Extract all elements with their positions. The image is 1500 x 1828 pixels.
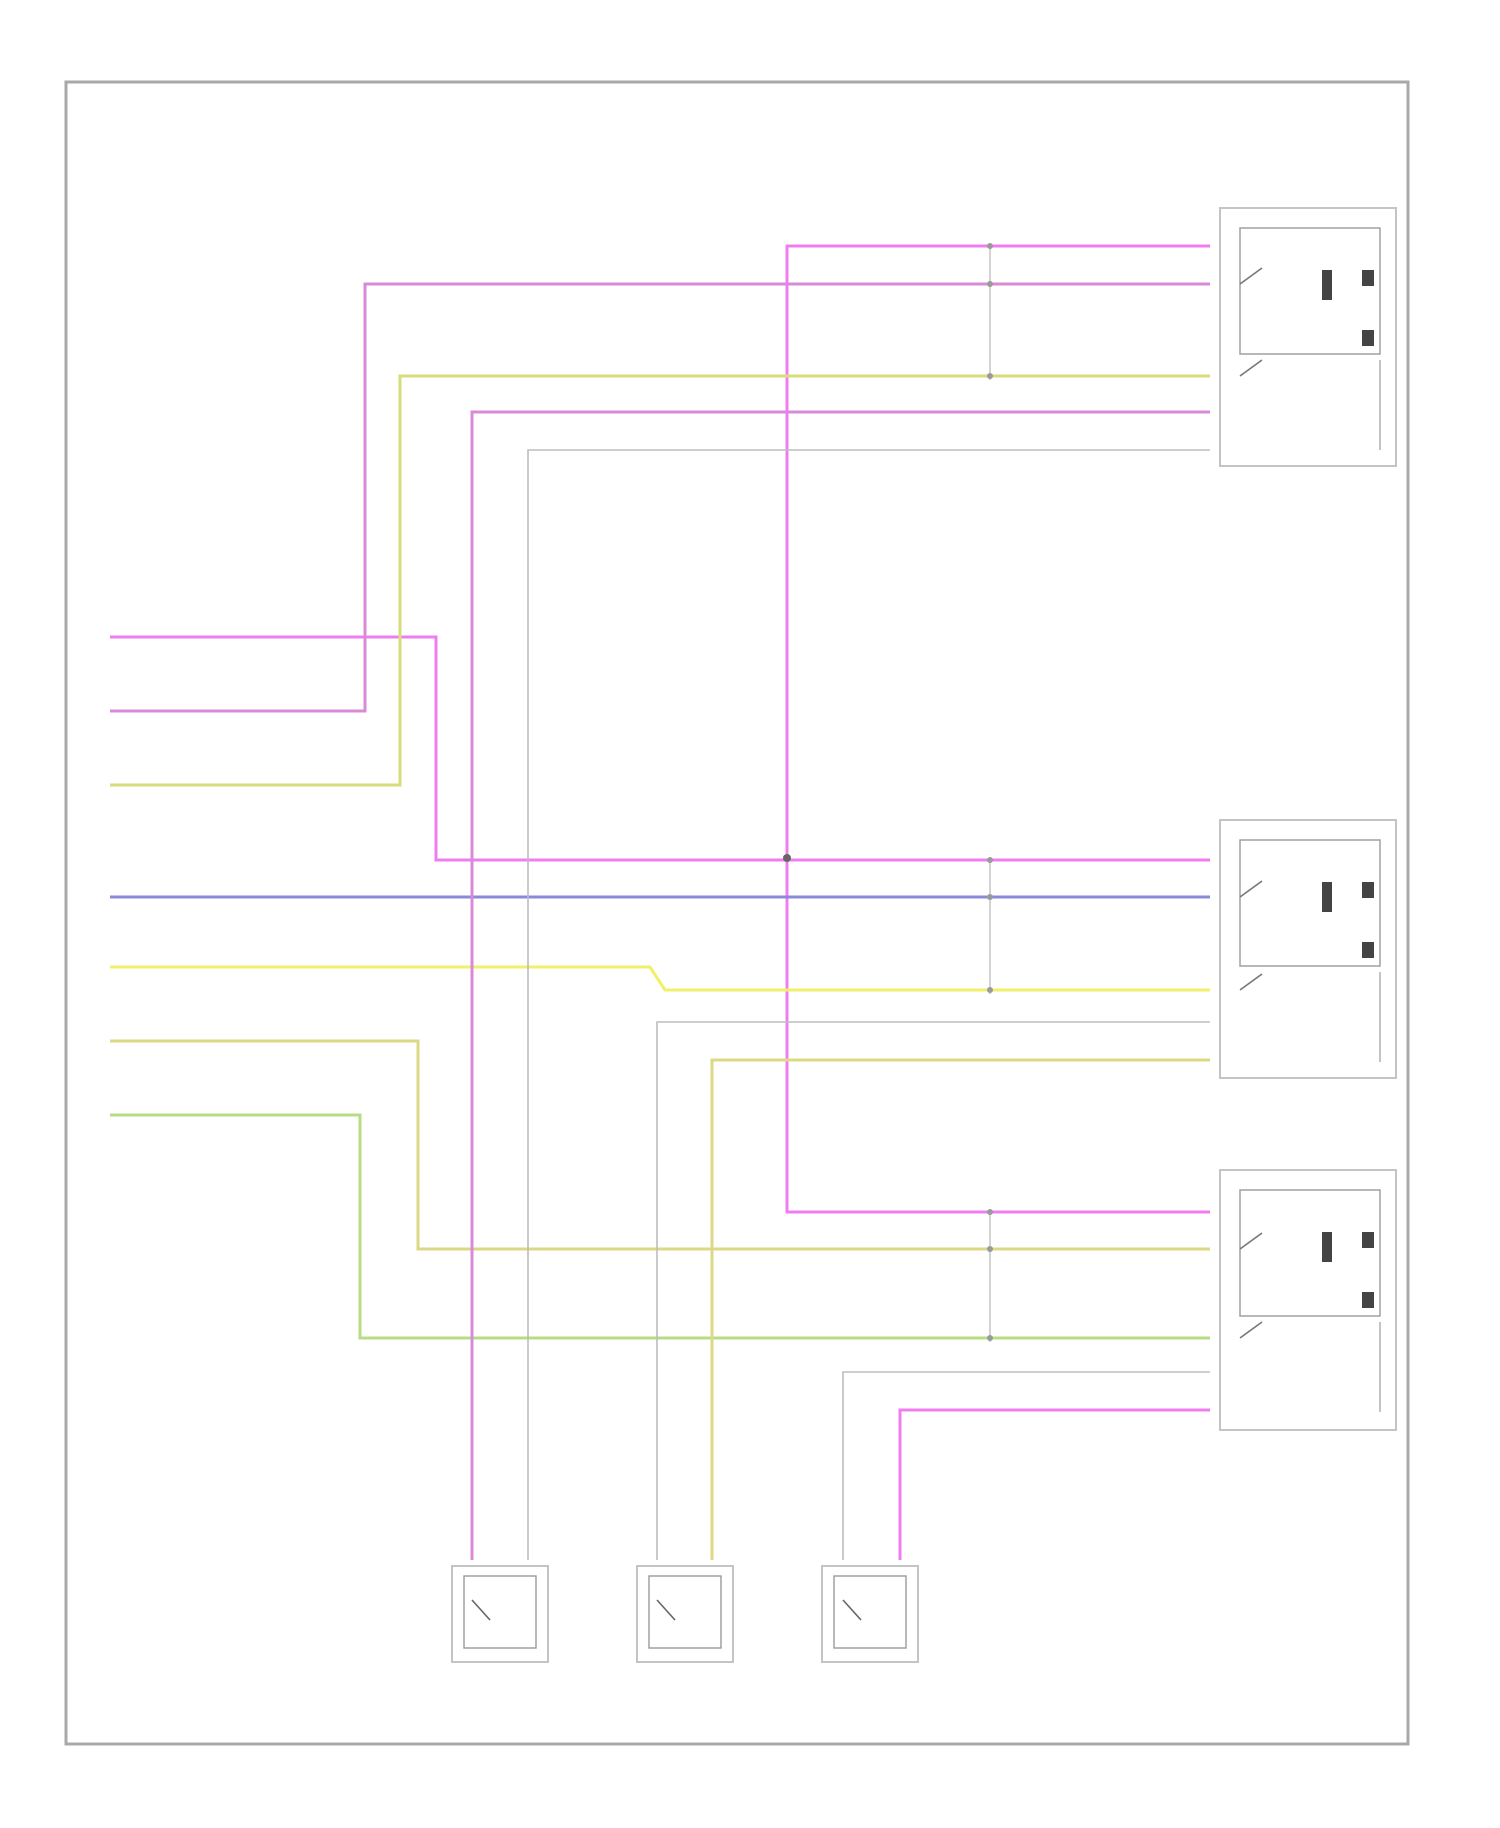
wire-switch-3-a: [843, 1372, 1210, 1560]
splice-junction: [783, 854, 791, 862]
wire-switch-2-a: [657, 1022, 1210, 1560]
wire-input-5: [110, 967, 1210, 990]
wire-switch-1-b: [528, 450, 1210, 1560]
diagram-frame: [66, 82, 1408, 1744]
wire-switch-1-a: [472, 412, 1210, 1560]
wire-input-1: [110, 637, 1210, 860]
wires: [110, 246, 1210, 1560]
wire-input-2: [110, 284, 1210, 711]
wire-pink-top: [787, 246, 1210, 1212]
control-module-top: [1220, 208, 1396, 466]
control-module-bottom: [1220, 1170, 1396, 1430]
wire-switch-3-b: [900, 1410, 1210, 1560]
switch-3: [822, 1566, 918, 1662]
wire-input-3: [110, 376, 1210, 785]
wire-pink-bottom: [787, 858, 1210, 1212]
wire-input-7: [110, 1115, 1210, 1338]
switch-2: [637, 1566, 733, 1662]
control-module-middle: [1220, 820, 1396, 1078]
wire-input-6: [110, 1041, 1210, 1249]
switch-1: [452, 1566, 548, 1662]
splice-dots: [987, 243, 993, 1341]
